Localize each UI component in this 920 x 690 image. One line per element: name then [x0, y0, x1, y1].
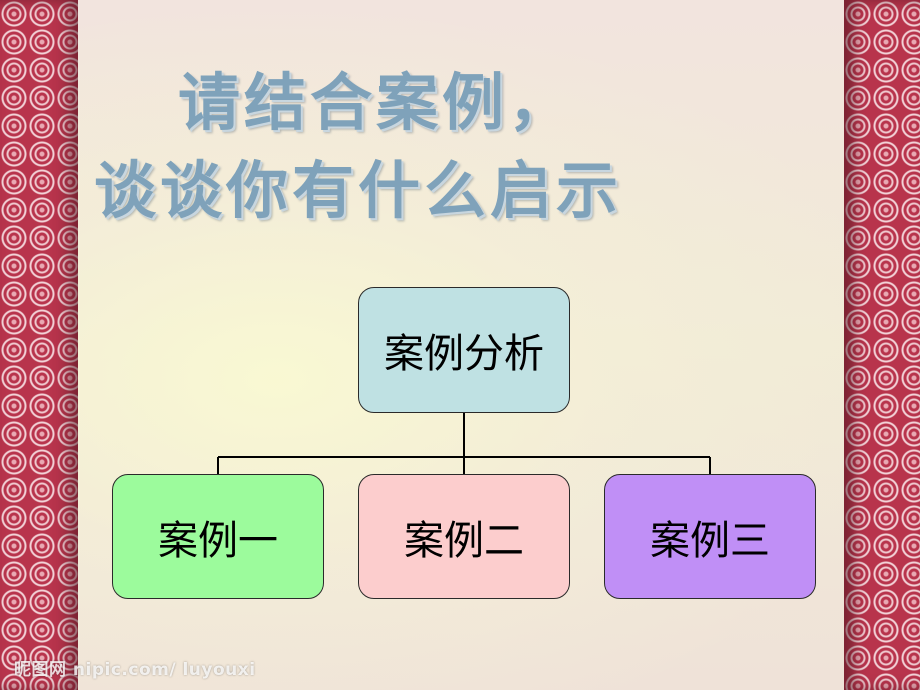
root-node-case-analysis: 案例分析 [358, 287, 570, 413]
child-node-case-1: 案例一 [112, 474, 324, 599]
title-line-2: 谈谈你有什么启示 [94, 154, 623, 227]
title-line-1: 请结合案例， [178, 66, 575, 139]
watermark: 昵图网 nipic.com/ luyouxi [14, 660, 256, 680]
right-decorative-border [844, 0, 920, 690]
left-decorative-border [0, 0, 78, 690]
child-node-case-2: 案例二 [358, 474, 570, 599]
child-node-case-3: 案例三 [604, 474, 816, 599]
